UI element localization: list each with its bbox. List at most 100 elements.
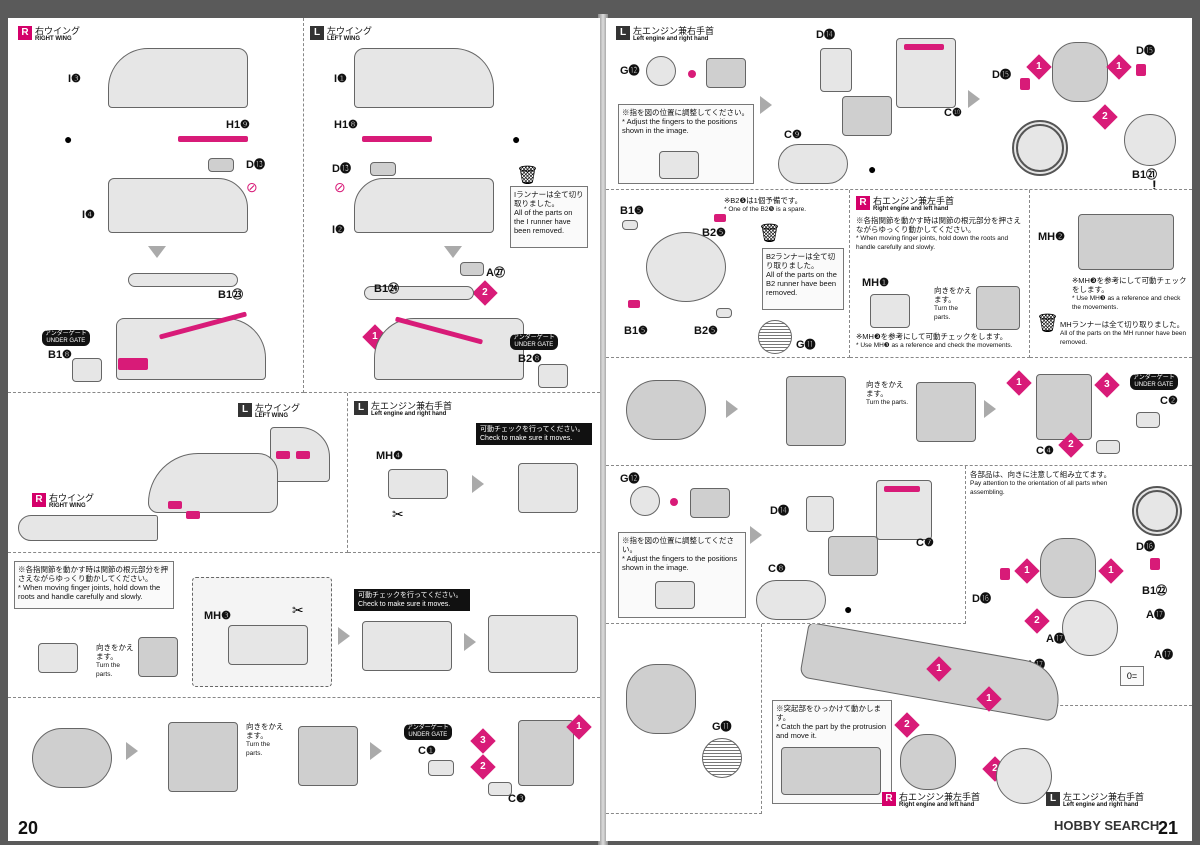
finger-adjust-box: ※指を図の位置に調整してください。 * Adjust the fingers t… (618, 104, 754, 184)
label-h19: H1❾ (226, 119, 250, 131)
engine-body (646, 232, 726, 302)
label-c8: C❽ (768, 563, 786, 575)
step-3: 3 (1094, 372, 1120, 398)
cut-icon: ● (844, 601, 853, 617)
step-arrow (984, 400, 996, 418)
panel-engine-mh4: L 左エンジン兼右手首 Left engine and right hand M… (348, 393, 600, 553)
left-badge: L (310, 26, 324, 40)
b2-runner-en: All of the parts on the B2 runner have b… (766, 270, 837, 297)
header-en: Left engine and right hand (1063, 802, 1139, 808)
engine-hand (842, 96, 892, 136)
hand-final (1036, 374, 1092, 440)
part-d13 (370, 162, 396, 176)
part-c1 (428, 760, 454, 776)
panel-engine-g11: G⓫ (606, 624, 762, 814)
page-number: 21 (1158, 818, 1179, 838)
mh3-ref-note-2: ※MH❸を参考にして可動チェックをします。 * Use MH❸ as a ref… (1072, 276, 1187, 311)
right-badge: R (32, 493, 46, 507)
engine-footer-r: R 右エンジン兼左手首 Right engine and left hand (882, 792, 980, 809)
engine-body (626, 664, 696, 734)
label-d15b: D⓯ (1136, 45, 1155, 57)
label-a27: A㉗ (486, 267, 505, 279)
hand-closed (786, 376, 846, 446)
header-jp: 左エンジン兼右手首 (633, 26, 715, 36)
label-c4: C❹ (1036, 445, 1054, 457)
panel-left-wing: L 左ウイング LEFT WING I❶ H1❽ ● D⓭ ⊘ I❷ 🗑 Iラン… (304, 18, 600, 393)
turn-note: 向きをかえます。 Turn the parts. (866, 380, 909, 406)
label-d13: D⓭ (332, 163, 351, 175)
check-en: Check to make sure it moves. (480, 435, 573, 442)
finger-note-box: ※各指関節を動かす時は関節の根元部分を押さえながらゆっくり動かしてください。 *… (14, 561, 174, 609)
right-badge: R (882, 792, 896, 806)
part-d14 (820, 48, 852, 92)
hand-final (518, 720, 574, 786)
cut-icon: ● (868, 161, 877, 177)
wing-assembled (374, 318, 524, 380)
pink-accent (168, 501, 182, 509)
spare-note: ※B2❺は1個予備です。 * One of the B2❺ is a spare… (724, 196, 807, 213)
finger-ref-part (659, 151, 699, 179)
panel-assembled-wings: L 左ウイング LEFT WING R 右ウイング RIGHT WING (8, 393, 348, 553)
header-en: LEFT WING (255, 413, 288, 419)
step-arrow (126, 742, 138, 760)
mh1-part (870, 294, 910, 328)
ring-detail (1012, 120, 1068, 176)
step-arrow (760, 96, 772, 114)
wing-base-part (108, 178, 248, 233)
left-badge: L (1046, 792, 1060, 806)
cut-icon: ✂ (392, 506, 404, 522)
step-arrow (726, 400, 738, 418)
hand-closed (168, 722, 238, 792)
check-jp: 可動チェックを行ってください。 (480, 426, 585, 433)
label-a17a: A⓱ (1146, 609, 1165, 621)
b2-runner-jp: B2ランナーは全て切り取りました。 (766, 252, 836, 270)
cut-icon: ✂ (292, 602, 304, 618)
left-wing-header: L 左ウイング LEFT WING (310, 26, 372, 43)
part-h19 (178, 136, 248, 142)
label-i3: I❸ (68, 73, 81, 85)
step-arrow (370, 742, 382, 760)
label-b15a: B1❺ (620, 205, 644, 217)
label-b122: B1㉒ (1142, 585, 1168, 597)
pink-accent-2 (118, 358, 148, 370)
label-d14: D⓮ (770, 505, 789, 517)
part-b15b (628, 300, 640, 308)
hand-part (38, 643, 78, 673)
warning-icon: ! (1152, 177, 1157, 190)
trash-icon: 🗑 (1036, 313, 1059, 333)
part-b121 (1124, 114, 1176, 166)
header-jp: 右エンジン兼左手首 (899, 792, 981, 802)
wing-base-part (354, 178, 494, 233)
panel-right-wing: R 右ウイング RIGHT WING I❸ H1❾ D⓭ ⊘ ● I❹ B1㉓ … (8, 18, 304, 393)
label-a17c: A⓱ (1154, 649, 1173, 661)
part-d16b (1150, 558, 1160, 570)
under-gate-label: アンダーゲート UNDER GATE (404, 724, 452, 740)
panel-engine-wing: 1 1 ※突起部をひっかけて動かします。 * Catch the part by… (762, 624, 1192, 814)
pink-band (884, 486, 920, 492)
pink-band (904, 44, 944, 50)
header-en: RIGHT WING (49, 503, 86, 509)
assembled-right-header: R 右ウイング RIGHT WING (32, 493, 94, 510)
label-i1: I❶ (334, 73, 347, 85)
b2-runner-note: B2ランナーは全て切り取りました。 All of the parts on th… (762, 248, 844, 310)
label-c3: C❸ (508, 793, 526, 805)
runner-note-jp: Iランナーは全て切り取りました。 (514, 190, 584, 208)
header-en: Right engine and left hand (899, 802, 975, 808)
pink-accent (276, 451, 290, 459)
part-b25b (716, 308, 732, 318)
mh3-check-part (362, 621, 452, 671)
check-jp: 可動チェックを行ってください。 (358, 592, 463, 599)
hand-spread (32, 728, 112, 788)
left-badge: L (354, 401, 368, 415)
right-badge: R (856, 196, 870, 210)
panel-b1-b2: ※B2❺は1個予備です。 * One of the B2❺ is a spare… (606, 190, 850, 358)
panel-engine-c7: G⓬ ※指を図の位置に調整してください。 * Adjust the finger… (606, 466, 966, 624)
step-arrow (338, 627, 350, 645)
engine-header-2: R 右エンジン兼左手首 Right engine and left hand (856, 196, 954, 213)
check-bar: 可動チェックを行ってください。 Check to make sure it mo… (476, 423, 592, 445)
part-d15b (1136, 64, 1146, 76)
label-g11: G⓫ (712, 721, 732, 733)
label-i4: I❹ (82, 209, 95, 221)
engine-hand (828, 536, 878, 576)
hand-spread (626, 380, 706, 440)
